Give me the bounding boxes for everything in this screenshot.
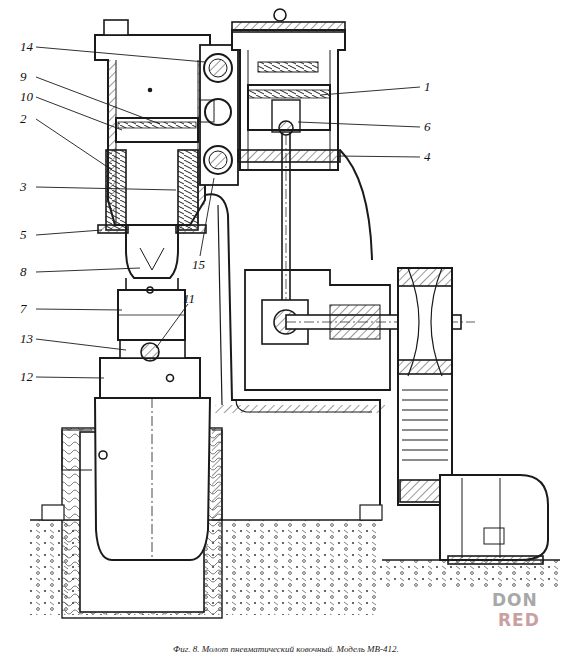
callout-number: 9 [20,70,27,83]
leader-lines [36,47,420,378]
callout-number: 7 [20,302,27,315]
callout-number: 12 [20,370,33,383]
callout-number: 8 [20,265,27,278]
callout-number: 15 [192,258,205,271]
callout-number: 4 [424,150,431,163]
callout-number: 14 [20,40,33,53]
callout-number: 1 [424,80,431,93]
callout-number: 13 [20,332,33,345]
callout-number: 5 [20,228,27,241]
callout-number: 3 [20,180,27,193]
machine-outline [30,9,560,618]
callout-number: 2 [20,112,27,125]
figure-caption: Фиг. 8. Молот пневматический ковочный. М… [173,645,399,654]
callout-number: 10 [20,90,33,103]
callout-number: 11 [183,292,195,305]
watermark: RED [498,612,540,629]
callout-number: 6 [424,120,431,133]
watermark: DON [492,592,538,609]
